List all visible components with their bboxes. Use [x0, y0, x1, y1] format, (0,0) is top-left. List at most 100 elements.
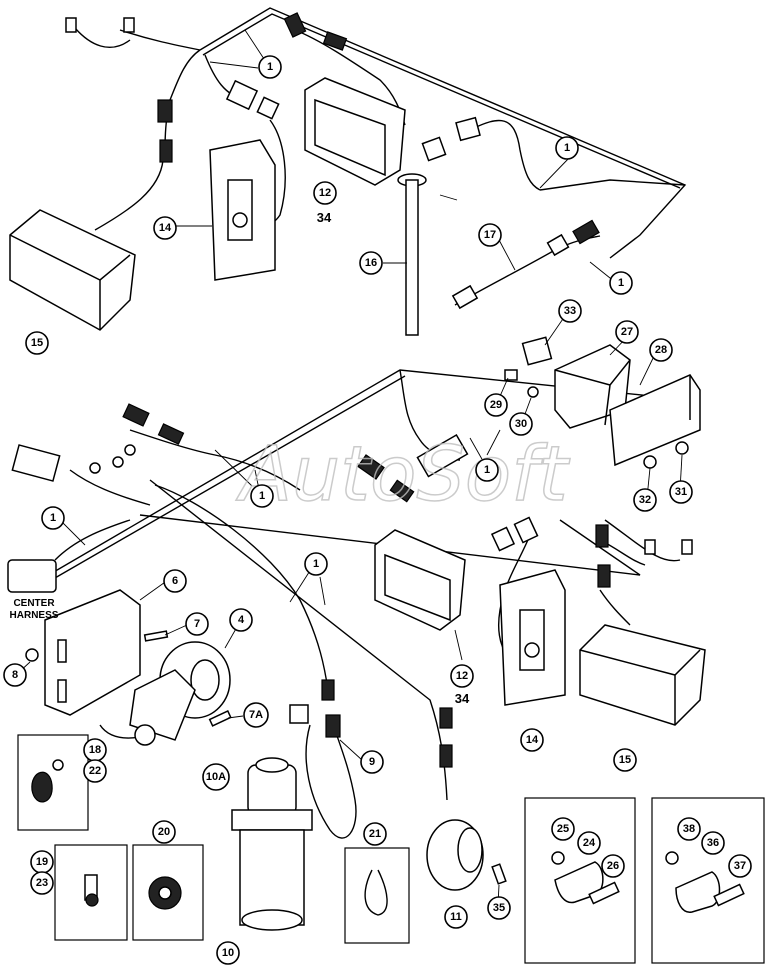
callout-15b: 15 [613, 748, 637, 772]
svg-text:1: 1 [313, 558, 319, 570]
callout-1c: 1 [609, 271, 633, 295]
callout-19: 19 [30, 850, 54, 874]
svg-text:7: 7 [194, 618, 200, 630]
svg-text:27: 27 [621, 326, 633, 338]
callout-1d: 1 [475, 458, 499, 482]
callout-10: 10 [216, 941, 240, 965]
center-harness-label-line1: CENTER [13, 598, 55, 609]
svg-text:33: 33 [564, 305, 576, 317]
upper-harness [74, 7, 687, 306]
svg-text:4: 4 [238, 614, 245, 626]
svg-text:24: 24 [583, 837, 596, 849]
svg-text:1: 1 [564, 142, 570, 154]
svg-text:1: 1 [50, 512, 56, 524]
svg-text:21: 21 [369, 828, 381, 840]
callout-8: 8 [3, 663, 27, 687]
nut-29 [504, 369, 518, 381]
svg-text:11: 11 [450, 911, 462, 923]
svg-text:8: 8 [12, 669, 18, 681]
svg-text:14: 14 [159, 222, 172, 234]
callout-31: 31 [669, 480, 693, 504]
callout-35: 35 [487, 896, 511, 920]
callout-7a: 7A [243, 702, 269, 728]
rod-16 [397, 173, 427, 336]
bracket-6 [44, 589, 141, 716]
callout-10a: 10A [202, 763, 230, 791]
svg-text:1: 1 [618, 277, 624, 289]
callout-12a: 12 [313, 181, 337, 205]
inset-clamp-36-38 [651, 797, 765, 964]
work-lamp-lower-center [374, 529, 466, 631]
svg-text:19: 19 [36, 856, 48, 868]
callout-16: 16 [359, 251, 383, 275]
callout-25: 25 [551, 817, 575, 841]
horn-11 [426, 819, 484, 891]
svg-text:30: 30 [515, 418, 527, 430]
callout-28: 28 [649, 338, 673, 362]
callout-7: 7 [185, 612, 209, 636]
callout-29: 29 [484, 393, 508, 417]
svg-text:6: 6 [172, 575, 178, 587]
svg-text:1: 1 [484, 464, 490, 476]
lamp-switch-upper [209, 139, 276, 281]
callout-18: 18 [83, 738, 107, 762]
harness-connectors [7, 12, 693, 768]
svg-text:7A: 7A [249, 709, 263, 721]
callout-22: 22 [83, 759, 107, 783]
svg-text:36: 36 [707, 837, 719, 849]
work-lamp-lower-right [579, 624, 706, 726]
callout-21: 21 [363, 822, 387, 846]
callout-15a: 15 [25, 331, 49, 355]
label-34-upper: 34 [317, 210, 332, 225]
solenoid-10a [231, 757, 313, 931]
bolt-7a [208, 710, 232, 727]
callout-24: 24 [577, 831, 601, 855]
callout-32: 32 [633, 488, 657, 512]
callout-1e: 1 [250, 484, 274, 508]
svg-text:29: 29 [490, 399, 502, 411]
inset-clip-19-23 [54, 844, 128, 941]
nut-31-32 [643, 441, 689, 469]
callout-1f: 1 [41, 506, 65, 530]
screw-35 [491, 863, 507, 885]
callout-20: 20 [152, 820, 176, 844]
svg-text:1: 1 [267, 61, 273, 73]
callout-14b: 14 [520, 728, 544, 752]
label-34-lower: 34 [455, 691, 470, 706]
svg-text:35: 35 [493, 902, 505, 914]
callout-4: 4 [229, 608, 253, 632]
svg-text:25: 25 [557, 823, 569, 835]
center-harness-label-line2: HARNESS [10, 610, 59, 621]
svg-text:28: 28 [655, 344, 667, 356]
inset-strap-21 [344, 847, 410, 944]
inset-clamp-24-26 [524, 797, 636, 964]
lamp-switch-lower [499, 569, 566, 706]
svg-text:14: 14 [526, 734, 539, 746]
callout-23: 23 [30, 871, 54, 895]
nut-8 [25, 648, 39, 662]
svg-text:26: 26 [607, 860, 619, 872]
svg-text:16: 16 [365, 257, 377, 269]
callout-1g: 1 [304, 552, 328, 576]
svg-text:23: 23 [36, 877, 48, 889]
svg-text:10: 10 [222, 947, 234, 959]
svg-text:17: 17 [484, 229, 496, 241]
watermark: AutoSoft [235, 429, 571, 518]
callout-30: 30 [509, 412, 533, 436]
callout-37: 37 [728, 854, 752, 878]
inset-grommet-20 [132, 844, 204, 941]
callout-1b: 1 [555, 136, 579, 160]
svg-text:18: 18 [89, 744, 101, 756]
motor-4 [129, 641, 231, 746]
callout-17: 17 [478, 223, 502, 247]
svg-text:1: 1 [259, 490, 265, 502]
callout-38: 38 [677, 817, 701, 841]
callout-27: 27 [615, 320, 639, 344]
inset-clip-18-22 [17, 734, 89, 831]
callout-33: 33 [558, 299, 582, 323]
callout-12b: 12 [450, 664, 474, 688]
svg-text:38: 38 [683, 823, 695, 835]
svg-text:12: 12 [456, 670, 468, 682]
